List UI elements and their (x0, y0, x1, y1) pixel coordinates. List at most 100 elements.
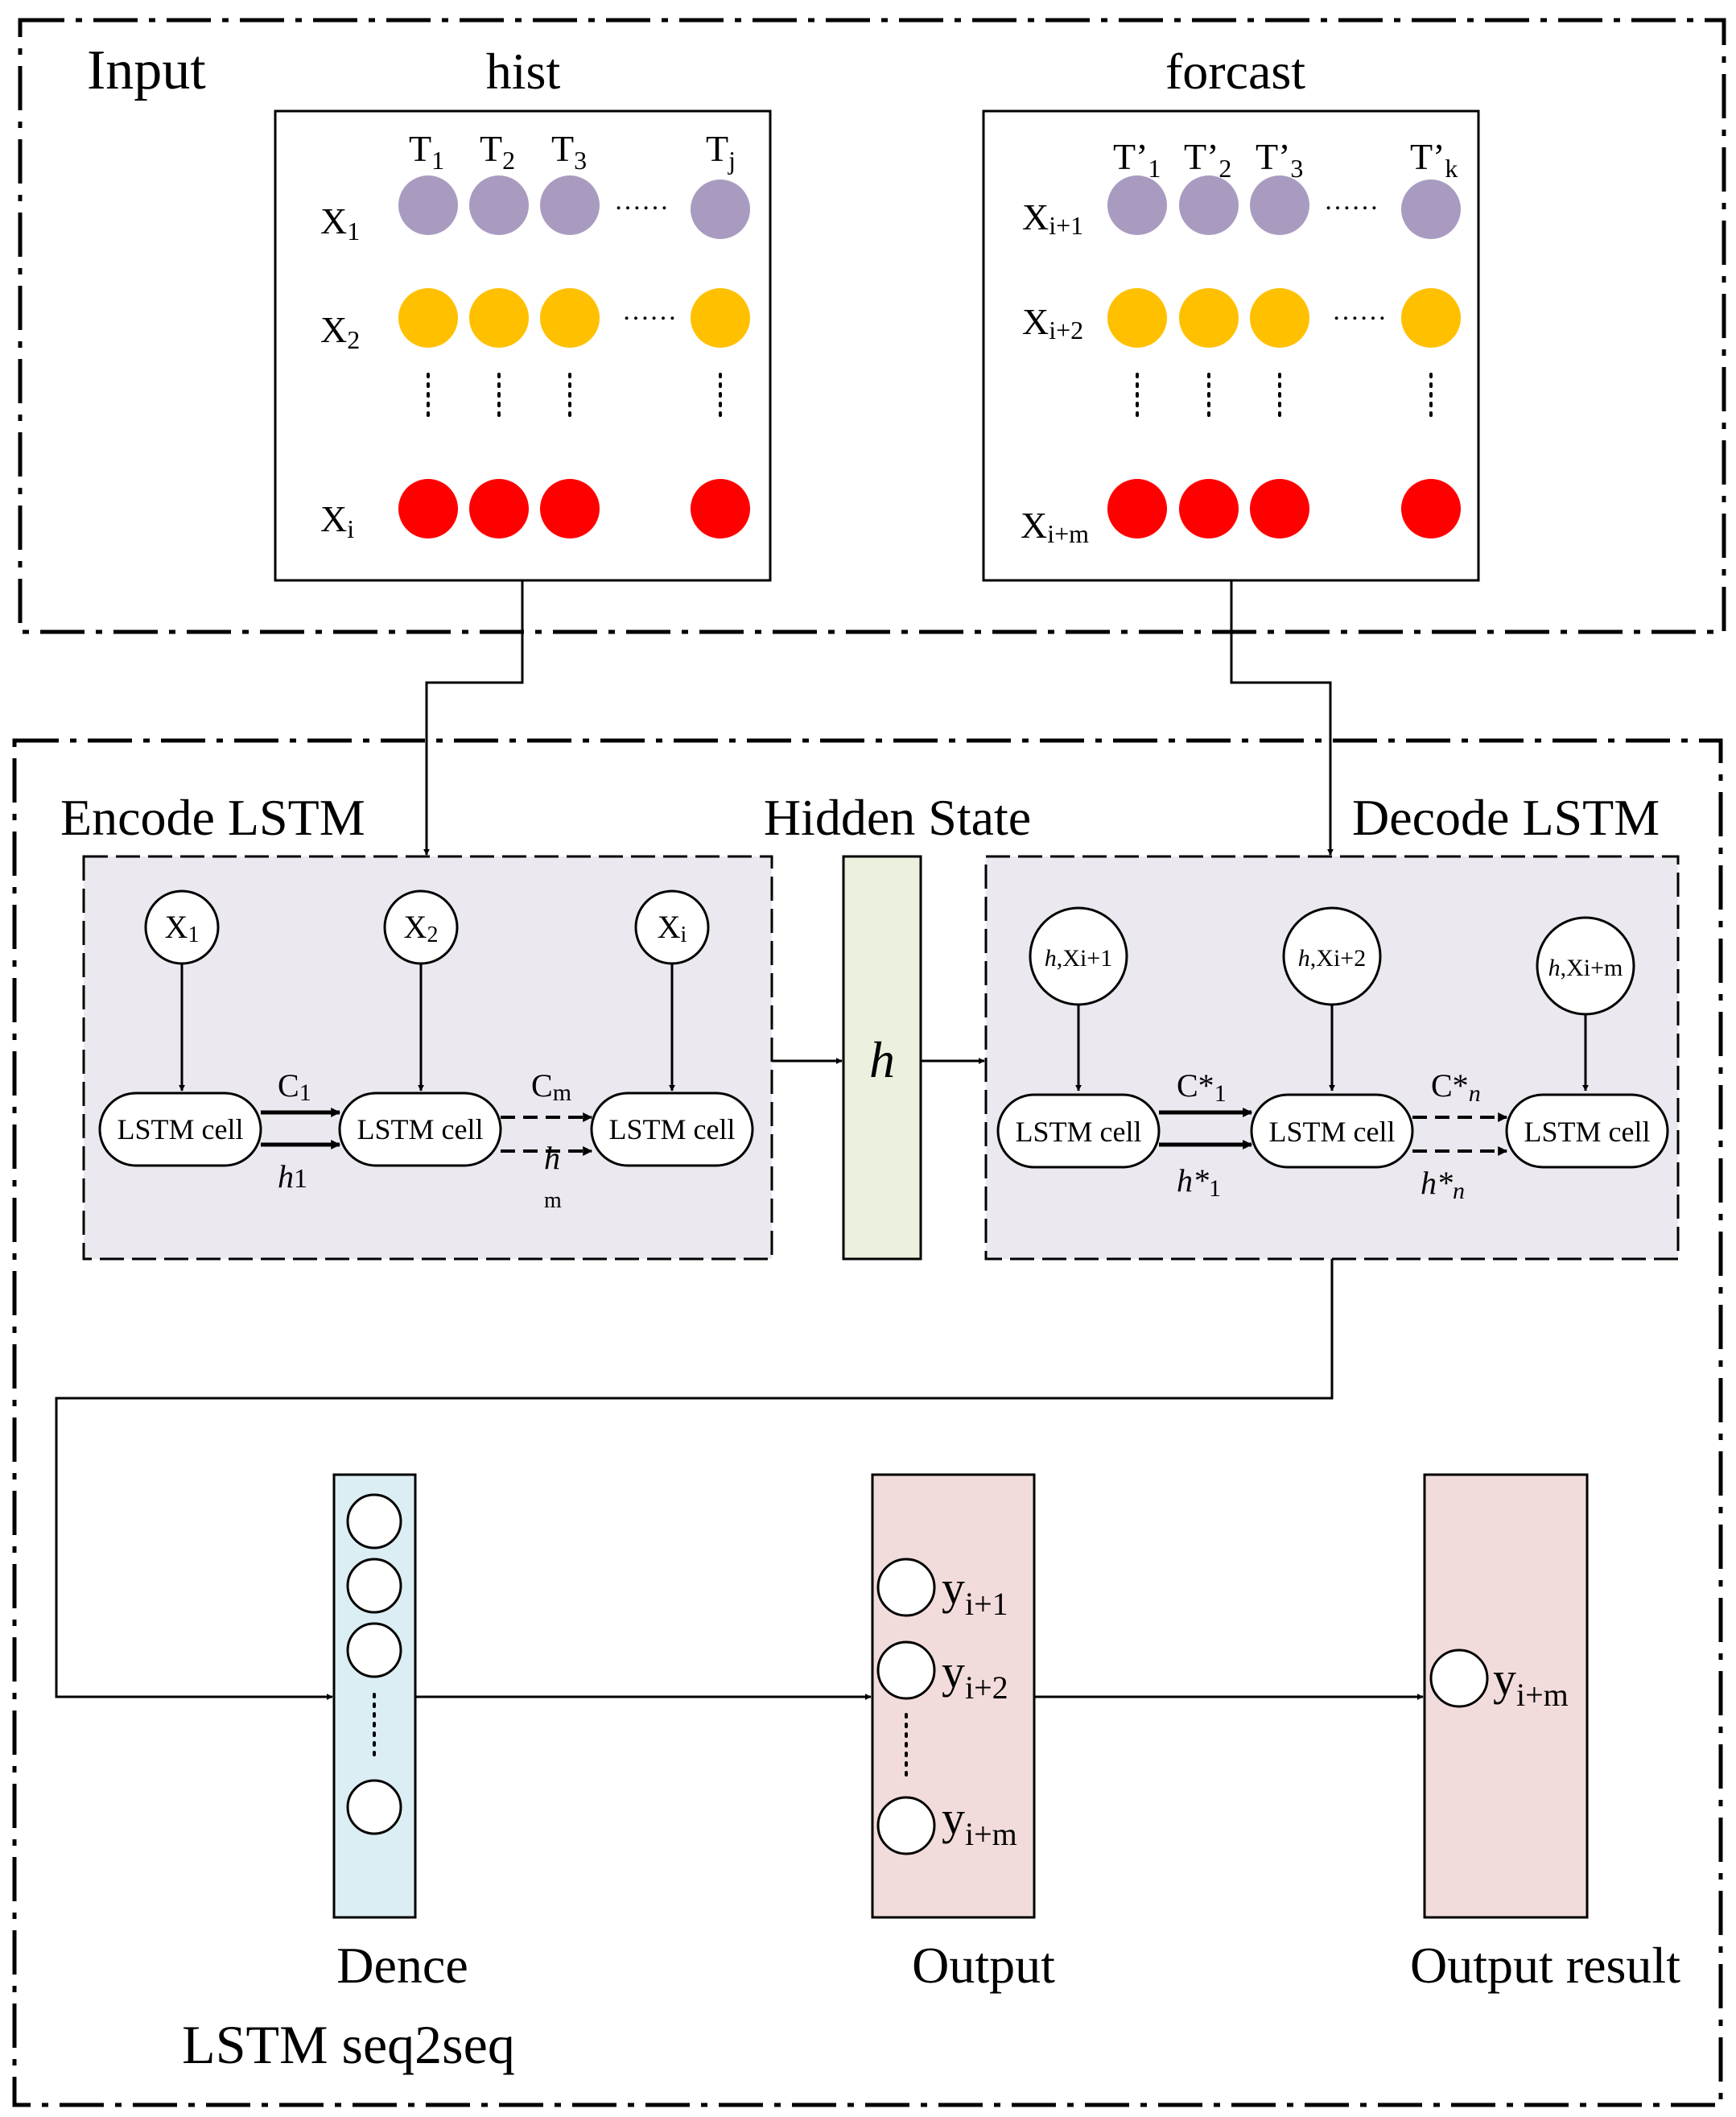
encoder-cell-label: LSTM cell (118, 1113, 244, 1145)
forecast-dot-yellow (1401, 288, 1461, 348)
encoder-input-label: Xi (658, 909, 687, 947)
decoder-state-arrows (1159, 1108, 1508, 1156)
forecast-dots (1107, 175, 1461, 539)
encoder-lstm-cell (338, 1092, 502, 1167)
hist-row-label: X1 (320, 200, 360, 246)
dence-label: Dence (336, 1937, 468, 1994)
encoder-lstm-cell (98, 1092, 262, 1167)
hist-row-labels: X1 X2 Xi (320, 200, 360, 543)
hist-dot-red (691, 479, 750, 539)
encoder-hm-sub: m (544, 1188, 562, 1213)
hidden-state-symbol: h (869, 1031, 895, 1088)
decoder-lstm-cell (1250, 1093, 1414, 1169)
hist-time-label: Tj (706, 128, 736, 175)
forecast-ellipsis: …… (1332, 296, 1387, 326)
dence-neurons (346, 1493, 402, 1835)
forecast-row-label: Xi+1 (1022, 196, 1083, 240)
forecast-time-label: T’k (1410, 136, 1458, 183)
hist-ellipsis: …… (622, 296, 677, 326)
forecast-dot-purple (1401, 180, 1461, 239)
output-result-label: Output result (1410, 1937, 1680, 1994)
encoder-c1-label: C1 (278, 1067, 311, 1106)
forecast-dot-red (1179, 479, 1239, 539)
hist-row-label: X2 (320, 309, 360, 354)
hist-vertical-dots (427, 373, 722, 424)
forecast-dot-yellow (1107, 288, 1167, 348)
hist-to-encoder-arrow (423, 580, 524, 856)
decoder-title: Decode LSTM (1352, 789, 1660, 846)
dence-neuron (346, 1779, 402, 1835)
hist-row-label: Xi (320, 498, 354, 543)
dence-neuron (346, 1622, 402, 1678)
decoder-cell-label: LSTM cell (1269, 1116, 1396, 1148)
decoder-input-nodes: h,Xi+1 h,Xi+2 h,Xi+m (1029, 906, 1635, 1016)
hidden-state-title: Hidden State (764, 789, 1031, 846)
forecast-dot-red (1107, 479, 1167, 539)
hist-dots (398, 175, 750, 539)
hist-time-label: T3 (551, 128, 587, 175)
forecast-time-label: T’3 (1256, 136, 1303, 183)
hist-time-labels: T1 T2 T3 Tj (409, 128, 736, 175)
output-label: Output (912, 1937, 1055, 1994)
encoder-cell-label: LSTM cell (357, 1113, 484, 1145)
decoder-input-label: h,Xi+2 (1298, 945, 1366, 972)
decoder-cn-label: C*n (1431, 1067, 1481, 1107)
forecast-to-decoder-arrow (1230, 580, 1334, 856)
dence-neuron (346, 1493, 402, 1550)
hist-dot-yellow (540, 288, 600, 348)
forecast-time-label: T’1 (1113, 136, 1161, 183)
hist-dot-yellow (398, 288, 458, 348)
hist-dot-red (398, 479, 458, 539)
hist-time-label: T1 (409, 128, 444, 175)
output-y-label: yi+2 (942, 1645, 1008, 1706)
hist-dot-red (540, 479, 600, 539)
input-title: Input (87, 39, 206, 101)
forecast-dot-red (1250, 479, 1309, 539)
hist-dot-yellow (469, 288, 529, 348)
seq2seq-label: LSTM seq2seq (182, 2014, 515, 2075)
decoder-to-dence-arrow (55, 1259, 1334, 1700)
model-section-frame (12, 738, 1723, 2107)
output-result-y-label: yi+m (1493, 1653, 1569, 1713)
forecast-ellipsis: …… (1324, 186, 1379, 216)
decoder-input-label: h,Xi+m (1548, 955, 1623, 981)
encoder-title: Encode LSTM (60, 789, 365, 846)
forecast-dot-red (1401, 479, 1461, 539)
hist-dot-purple (469, 175, 529, 235)
output-neuron (876, 1796, 936, 1855)
forecast-row-labels: Xi+1 Xi+2 Xi+m (1021, 196, 1089, 548)
forecast-row-label: Xi+m (1021, 505, 1089, 548)
encoder-cell-label: LSTM cell (609, 1113, 736, 1145)
forecast-dot-purple (1107, 175, 1167, 235)
encoder-input-arrows (179, 964, 675, 1092)
forecast-row-label: Xi+2 (1022, 301, 1083, 345)
hist-dot-red (469, 479, 529, 539)
hist-time-label: T2 (480, 128, 515, 175)
hist-dot-purple (540, 175, 600, 235)
decoder-lstm-cell (996, 1093, 1161, 1169)
encoder-input-label: X1 (165, 909, 200, 947)
output-neurons (876, 1558, 936, 1855)
decoder-cell-label: LSTM cell (1524, 1116, 1651, 1148)
output-neuron (876, 1640, 936, 1700)
hidden-state-box (842, 855, 922, 1261)
forecast-title: forcast (1165, 43, 1305, 100)
forecast-dot-purple (1179, 175, 1239, 235)
decoder-lstm-cell (1505, 1093, 1669, 1169)
encoder-state-arrows (261, 1108, 593, 1156)
output-neuron (876, 1558, 936, 1617)
forecast-time-label: T’2 (1184, 136, 1231, 183)
encoder-h1-label: h1 (278, 1158, 307, 1195)
encoder-cm-label: Cm (531, 1067, 571, 1106)
encoder-input-label: X2 (404, 909, 439, 947)
hist-title: hist (486, 43, 561, 100)
hist-dot-purple (691, 180, 750, 239)
input-section-frame (18, 18, 1726, 634)
forecast-time-labels: T’1 T’2 T’3 T’k (1113, 136, 1458, 183)
encoder-hm-label: h (544, 1140, 560, 1176)
decoder-input-label: h,Xi+1 (1045, 945, 1112, 972)
forecast-dot-yellow (1179, 288, 1239, 348)
encoder-lstm-cell (590, 1092, 754, 1167)
decoder-h1-label: h*1 (1177, 1162, 1221, 1202)
